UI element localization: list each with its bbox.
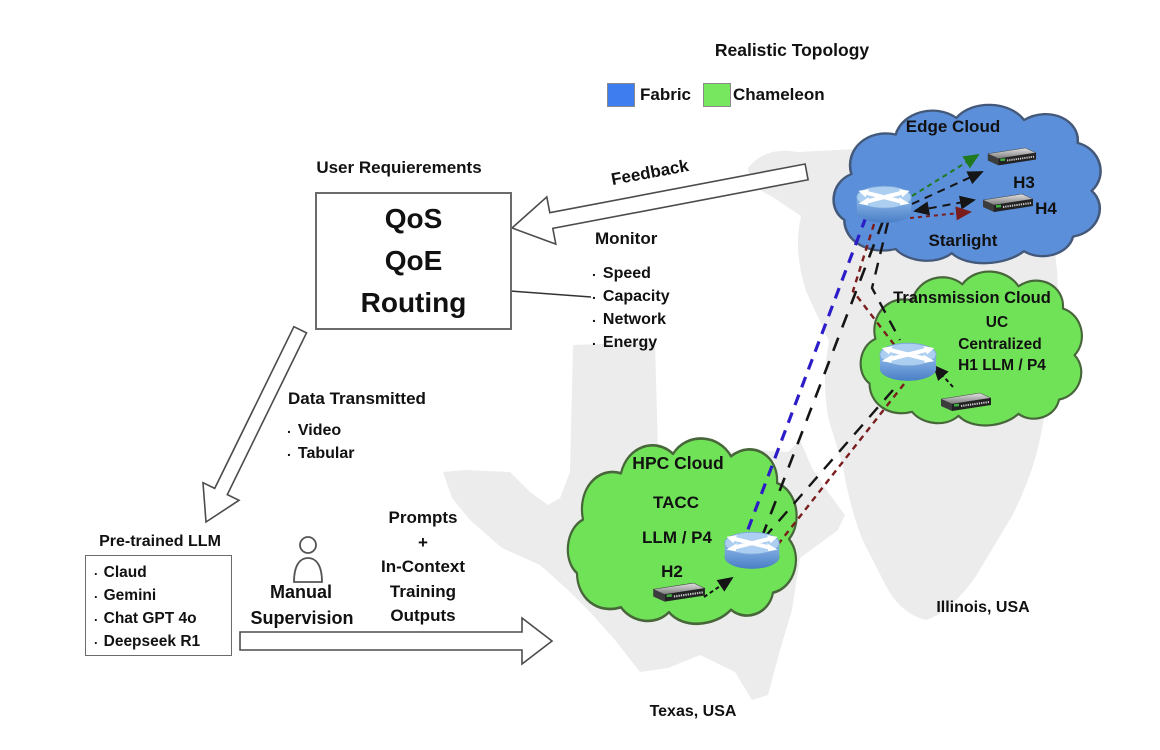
prompts-pipeline-label: Prompts + In-Context Training Outputs [381,506,465,629]
h3-host-label: H3 [1013,173,1035,192]
transmission-cloud-title: Transmission Cloud [893,289,1051,307]
transmission-switch-to-router [932,364,954,388]
data-transmitted-item: . Tabular [287,443,355,463]
llm-item-label: Chat GPT 4o [103,610,197,627]
link-transmission-hpc-black [756,389,894,547]
monitor-item: . Capacity [592,286,670,306]
bullet-dot: . [94,563,98,578]
llm-item-label: Deepseek R1 [103,633,201,650]
hpc-switch-to-router [703,576,734,598]
llm-item-label: Gemini [103,587,157,604]
data-transmitted-arrow [202,325,308,524]
link-edge-transmission-red [851,223,900,352]
starlight-label: Starlight [928,231,998,250]
hpc-router-icon [725,532,780,569]
centralized-label: Centralized [958,336,1042,353]
bullet-dot: . [94,632,98,647]
pipeline-line: In-Context [380,557,466,576]
edge-router-icon [857,186,912,223]
monitor-item: . Energy [592,332,658,352]
edge-cloud-title: Edge Cloud [905,117,1001,136]
inter-cloud-links [742,216,905,553]
pretrained-llm-heading: Pre-trained LLM [99,533,221,550]
monitor-item-label: Energy [602,334,658,351]
data-transmitted-item-label: Video [297,422,342,439]
manual-supervision-line1: Manual [269,582,333,602]
hpc-cloud-shape [566,437,798,626]
intra-cloud-links [703,153,984,598]
legend-fabric-label: Fabric [640,85,692,104]
bullet-dot: . [94,609,98,624]
qos-line: QoS [384,203,443,234]
illinois-location-label: Illinois, USA [936,599,1030,616]
legend-chameleon-label: Chameleon [733,85,825,104]
qos-box: QoS QoE Routing [315,192,512,330]
pipeline-line: Training [389,581,457,601]
link-edge-hpc-black [758,220,885,543]
link-transmission-hpc-red [771,383,905,553]
link-edge-hpc-fabric [742,216,868,541]
bullet-dot: . [592,332,596,348]
person-icon [293,536,323,583]
monitor-item-label: Speed [602,265,651,282]
uc-label: UC [985,314,1009,331]
data-transmitted-heading: Data Transmitted [288,389,426,408]
bullet-dot: . [287,443,291,459]
pipeline-line: Outputs [390,606,456,625]
qos-monitor-connector [509,290,592,298]
h2-host-label: H2 [661,562,683,581]
transmission-cloud-shape [859,270,1083,427]
edge-router-to-h3-green [911,153,980,197]
bullet-dot: . [94,586,98,601]
texas-location-label: Texas, USA [649,703,737,720]
llm-item: . Deepseek R1 [94,630,231,653]
qoe-line: QoE [384,245,443,276]
pretrained-llm-box: . Claud . Gemini . Chat GPT 4o . Deepseek R1 [85,555,232,656]
llm-item-label: Claud [103,564,147,581]
pipeline-line: Prompts [388,508,458,527]
pipeline-line: + [418,532,428,552]
block-arrows [202,163,810,666]
h1-llm-p4-label: H1 LLM / P4 [958,357,1046,374]
data-transmitted-item-label: Tabular [297,445,355,462]
link-edge-transmission-black [870,221,902,341]
monitor-item: . Network [592,309,667,329]
transmission-router-icon [880,343,936,381]
bullet-dot: . [592,286,596,302]
diagram-title: Realistic Topology [714,40,870,60]
monitor-item: . Speed [592,263,651,283]
data-transmitted-item: . Video [287,420,342,440]
monitor-heading: Monitor [595,229,658,248]
llm-item: . Claud [94,561,231,584]
tacc-label: TACC [653,493,699,512]
llm-p4-label: LLM / P4 [642,528,712,547]
hpc-cloud-title: HPC Cloud [632,453,724,473]
legend-chameleon-swatch [703,83,731,107]
edge-router-to-h4-black [913,195,976,216]
user-requirements-heading: User Requierements [316,158,482,177]
feedback-arrow [510,163,810,246]
h4-host-label: H4 [1035,199,1057,218]
bullet-dot: . [287,420,291,436]
llm-item: . Chat GPT 4o [94,607,231,630]
llm-item: . Gemini [94,584,231,607]
manual-supervision-line2: Supervision [250,608,354,628]
monitor-item-label: Capacity [602,288,670,305]
monitor-item-label: Network [602,311,667,328]
bullet-dot: . [592,263,596,279]
legend-fabric-swatch [607,83,635,107]
routing-line: Routing [360,287,467,318]
bullet-dot: . [592,309,596,325]
edge-router-to-h4-red [909,206,972,221]
prompts-arrow [239,616,554,666]
